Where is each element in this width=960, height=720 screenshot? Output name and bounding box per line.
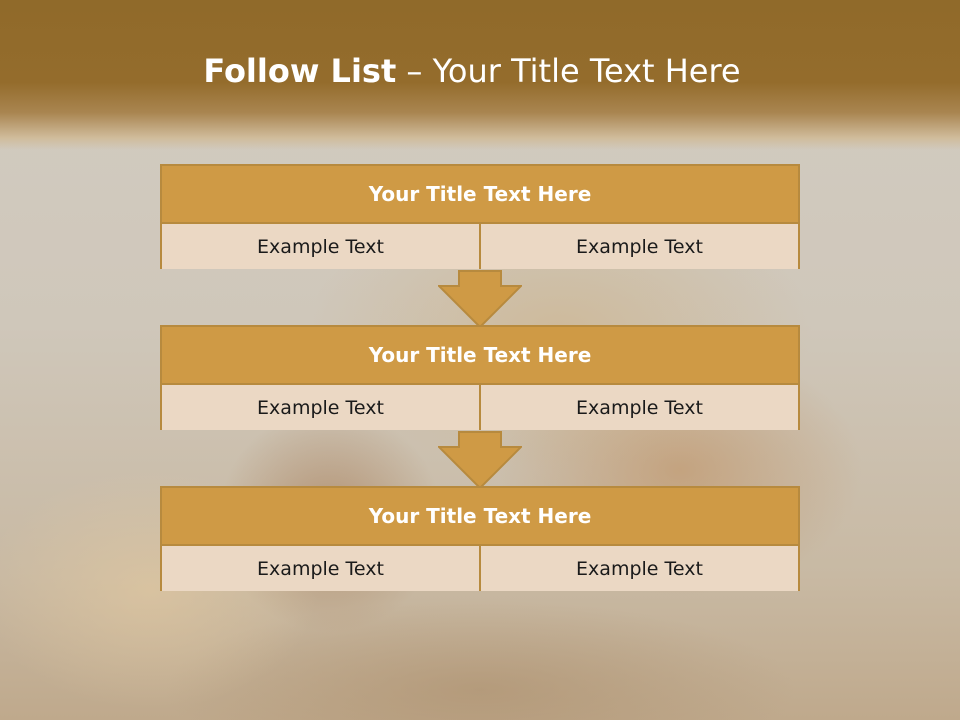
slide-title-bold: Follow List [203, 52, 397, 90]
step-3-left-text: Example Text [162, 546, 479, 591]
step-2-title: Your Title Text Here [162, 327, 798, 385]
slide-title-rest: Your Title Text Here [432, 52, 741, 90]
title-band [0, 0, 960, 150]
step-2-left-text: Example Text [162, 385, 479, 430]
step-box-2: Your Title Text Here Example Text Exampl… [160, 325, 800, 430]
step-box-1: Your Title Text Here Example Text Exampl… [160, 164, 800, 269]
step-1-left-text: Example Text [162, 224, 479, 269]
step-3-title: Your Title Text Here [162, 488, 798, 546]
slide-title: Follow List – Your Title Text Here [0, 52, 944, 90]
step-3-row: Example Text Example Text [162, 546, 798, 591]
step-1-right-text: Example Text [479, 224, 798, 269]
step-3-right-text: Example Text [479, 546, 798, 591]
step-1-row: Example Text Example Text [162, 224, 798, 269]
slide-title-separator: – [396, 52, 433, 90]
down-arrow-icon [438, 270, 522, 328]
step-2-right-text: Example Text [479, 385, 798, 430]
step-2-row: Example Text Example Text [162, 385, 798, 430]
step-box-3: Your Title Text Here Example Text Exampl… [160, 486, 800, 591]
step-1-title: Your Title Text Here [162, 166, 798, 224]
down-arrow-icon [438, 431, 522, 489]
